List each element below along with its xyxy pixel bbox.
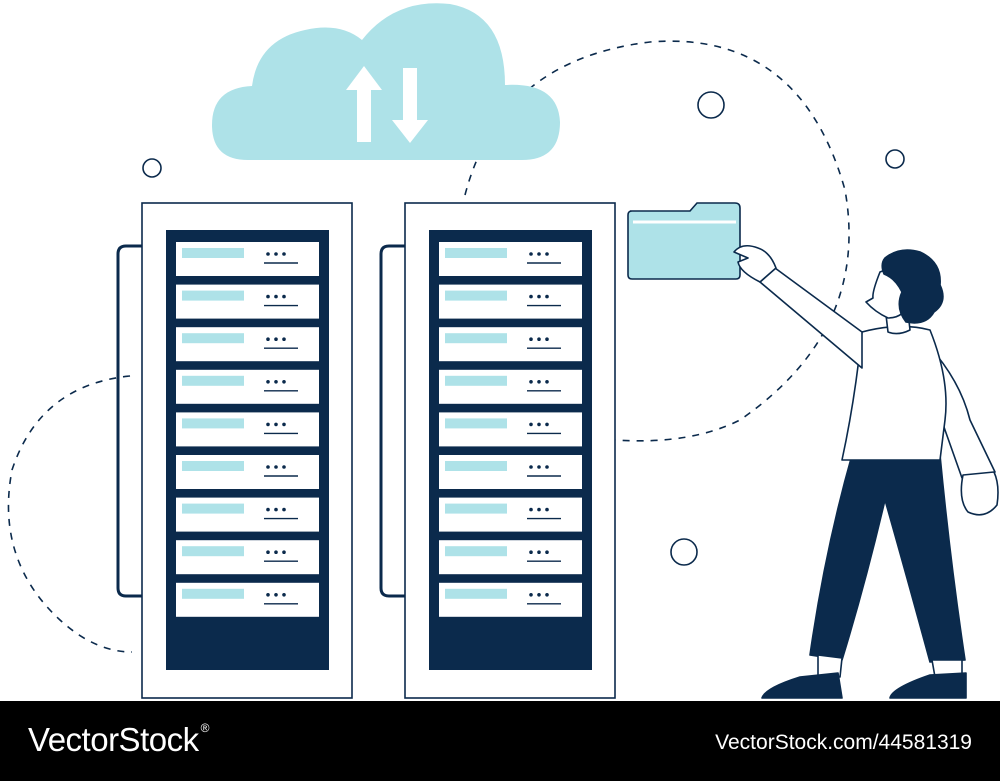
server-unit: [176, 540, 319, 575]
server-unit: [176, 582, 319, 617]
person-figure: [733, 244, 999, 699]
server-rack-1: [116, 202, 353, 699]
server-unit: [439, 455, 582, 489]
download-arrow-icon: [392, 68, 428, 143]
illustration-canvas: [7, 3, 999, 699]
server-unit: [439, 497, 582, 532]
server-rack-2: [379, 202, 616, 699]
dashed-orbit-decoration: [7, 40, 850, 653]
server-unit: [176, 455, 319, 489]
server-units: [439, 242, 582, 617]
ring-1: [142, 158, 162, 178]
server-unit: [439, 582, 582, 617]
image-id: VectorStock.com/44581319: [715, 731, 972, 754]
server-unit: [439, 412, 582, 447]
vectorstock-logo: VectorStock®: [28, 721, 209, 759]
server-unit: [439, 540, 582, 575]
server-unit: [439, 327, 582, 362]
upload-arrow-icon: [346, 66, 382, 142]
server-unit: [176, 327, 319, 362]
server-unit: [176, 369, 319, 404]
server-unit: [176, 497, 319, 532]
server-unit: [439, 242, 582, 276]
server-unit: [176, 242, 319, 276]
rack-side-handle: [116, 244, 142, 598]
server-unit: [176, 284, 319, 319]
server-unit: [176, 412, 319, 447]
ring-3: [885, 149, 905, 169]
server-unit: [439, 284, 582, 319]
ring-4: [670, 538, 698, 566]
folder-icon: [627, 202, 741, 280]
ring-2: [697, 91, 725, 119]
registered-mark: ®: [200, 721, 210, 735]
server-units: [176, 242, 319, 617]
rack-side-handle: [379, 244, 405, 598]
watermark-footer: VectorStock® VectorStock.com/44581319: [0, 701, 1000, 781]
decorative-rings: [142, 91, 905, 566]
cloud-sync-icon: [212, 3, 560, 160]
server-unit: [439, 369, 582, 404]
brand-name: VectorStock: [28, 721, 199, 758]
